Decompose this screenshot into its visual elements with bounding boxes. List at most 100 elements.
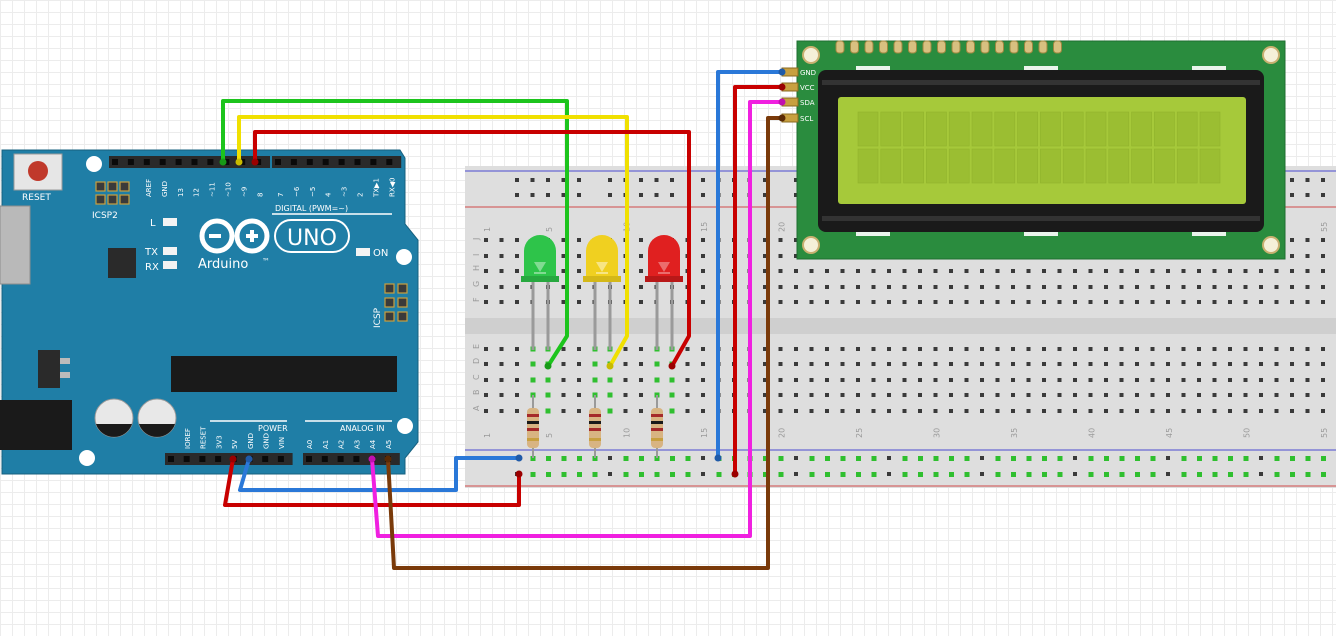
breadboard-hole[interactable] [794,347,798,351]
resistor[interactable] [589,395,601,458]
breadboard-hole[interactable] [1150,300,1155,304]
breadboard-hole[interactable] [1259,409,1263,413]
rail-hole[interactable] [794,472,798,476]
breadboard-hole[interactable] [1259,393,1263,397]
breadboard-hole[interactable] [1181,347,1186,351]
breadboard-hole[interactable] [499,347,504,351]
breadboard-hole[interactable] [1150,362,1155,366]
breadboard-hole[interactable] [763,378,767,382]
breadboard-hole[interactable] [902,300,907,304]
breadboard-hole[interactable] [933,378,938,382]
rail-hole[interactable] [546,178,550,182]
breadboard-hole[interactable] [918,347,922,351]
breadboard-hole[interactable] [515,285,519,289]
breadboard-hole[interactable] [856,269,860,273]
breadboard-hole[interactable] [840,347,845,351]
breadboard-hole[interactable] [1321,409,1325,413]
breadboard-hole[interactable] [1073,378,1077,382]
breadboard-hole[interactable] [1305,378,1310,382]
breadboard-hole[interactable] [1104,409,1108,413]
header-socket[interactable] [290,159,297,165]
breadboard-hole[interactable] [1119,409,1124,413]
rail-hole[interactable] [515,193,519,197]
breadboard-hole[interactable] [980,393,984,397]
breadboard-hole[interactable] [623,362,628,366]
breadboard-hole[interactable] [1305,409,1310,413]
rail-hole[interactable] [1305,178,1310,182]
breadboard-hole[interactable] [484,362,488,366]
breadboard-hole[interactable] [515,347,519,351]
breadboard-hole[interactable] [794,254,798,258]
breadboard-hole[interactable] [1104,393,1108,397]
header-socket[interactable] [143,159,150,165]
breadboard-hole[interactable] [1321,285,1325,289]
power-pin-header[interactable] [165,453,293,465]
breadboard-hole[interactable] [871,269,876,273]
breadboard-hole[interactable] [1181,409,1186,413]
breadboard-hole[interactable] [1197,285,1201,289]
breadboard-hole[interactable] [964,285,969,289]
breadboard-hole[interactable] [902,347,907,351]
breadboard-hole[interactable] [995,285,1000,289]
breadboard-hole[interactable] [623,347,628,351]
header-socket[interactable] [159,159,166,165]
breadboard-hole[interactable] [933,362,938,366]
breadboard-hole[interactable] [1150,269,1155,273]
rail-hole[interactable] [546,193,550,197]
breadboard-hole[interactable] [1104,269,1108,273]
breadboard-hole[interactable] [639,238,643,242]
breadboard-hole[interactable] [1104,347,1108,351]
breadboard-hole[interactable] [499,409,504,413]
breadboard-hole[interactable] [1057,362,1062,366]
breadboard-hole[interactable] [1290,362,1294,366]
breadboard-hole[interactable] [577,409,581,413]
breadboard-hole[interactable] [1135,393,1139,397]
breadboard-hole[interactable] [825,409,829,413]
breadboard-hole[interactable] [1181,300,1186,304]
breadboard-hole[interactable] [1181,285,1186,289]
rail-hole[interactable] [577,193,581,197]
breadboard-hole[interactable] [484,393,488,397]
rail-hole[interactable] [1073,456,1077,460]
breadboard-hole[interactable] [1011,269,1015,273]
breadboard-hole[interactable] [1228,362,1232,366]
rail-hole[interactable] [530,178,535,182]
breadboard-hole[interactable] [1228,269,1232,273]
breadboard-hole[interactable] [794,409,798,413]
breadboard-hole[interactable] [964,269,969,273]
rail-hole[interactable] [794,456,798,460]
breadboard-hole[interactable] [499,300,504,304]
breadboard-hole[interactable] [577,362,581,366]
breadboard-hole[interactable] [1290,378,1294,382]
breadboard-hole[interactable] [1073,269,1077,273]
breadboard-hole[interactable] [1274,409,1279,413]
rail-hole[interactable] [701,193,705,197]
breadboard-hole[interactable] [1290,393,1294,397]
breadboard-hole[interactable] [871,393,876,397]
breadboard-hole[interactable] [949,378,953,382]
breadboard-hole[interactable] [561,347,566,351]
header-socket[interactable] [112,159,118,165]
breadboard-hole[interactable] [639,269,643,273]
breadboard-hole[interactable] [949,362,953,366]
breadboard-hole[interactable] [1011,393,1015,397]
breadboard-hole[interactable] [918,300,922,304]
rail-hole[interactable] [701,178,705,182]
breadboard-hole[interactable] [778,409,783,413]
wire-red-lcd-vcc[interactable] [733,85,784,476]
rail-hole[interactable] [794,193,798,197]
rail-hole[interactable] [608,472,612,476]
breadboard-hole[interactable] [840,393,845,397]
breadboard-hole[interactable] [499,362,504,366]
breadboard-hole[interactable] [1011,409,1015,413]
breadboard-hole[interactable] [794,238,798,242]
header-socket[interactable] [215,456,222,462]
breadboard-hole[interactable] [1197,409,1201,413]
breadboard-hole[interactable] [1042,300,1046,304]
breadboard-hole[interactable] [902,285,907,289]
breadboard-hole[interactable] [1212,362,1217,366]
breadboard-hole[interactable] [1290,300,1294,304]
breadboard-hole[interactable] [1119,300,1124,304]
breadboard-hole[interactable] [1212,269,1217,273]
breadboard-hole[interactable] [1026,300,1031,304]
